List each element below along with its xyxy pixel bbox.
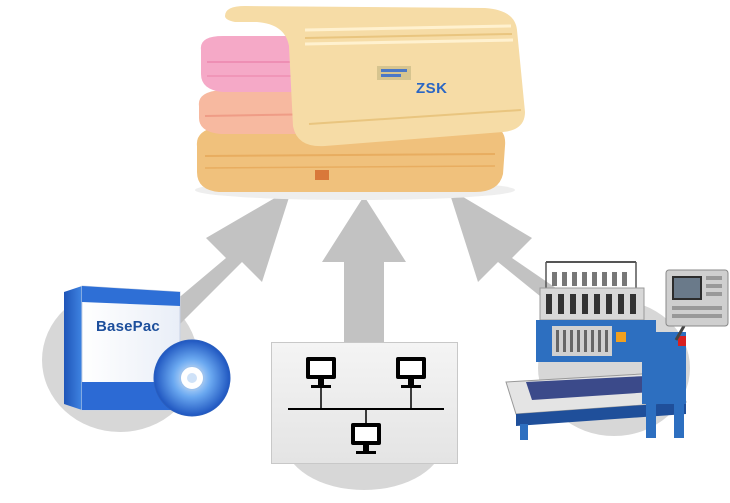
towel-brand-label: ZSK (416, 80, 448, 97)
embroidery-machine-image (505, 261, 729, 440)
monitor-icon-left (306, 357, 336, 388)
left-up-arrow (150, 188, 292, 338)
network-diagram-icon (271, 342, 458, 464)
network-topology (288, 357, 444, 454)
middle-up-arrow (322, 196, 406, 342)
monitor-icon-bottom (351, 423, 381, 454)
software-box-label: BasePac (96, 318, 160, 335)
monitor-icon-right (396, 357, 426, 388)
software-box-icon (64, 285, 231, 417)
cd-disc-icon (153, 339, 231, 417)
towel-stack-image (195, 6, 525, 200)
